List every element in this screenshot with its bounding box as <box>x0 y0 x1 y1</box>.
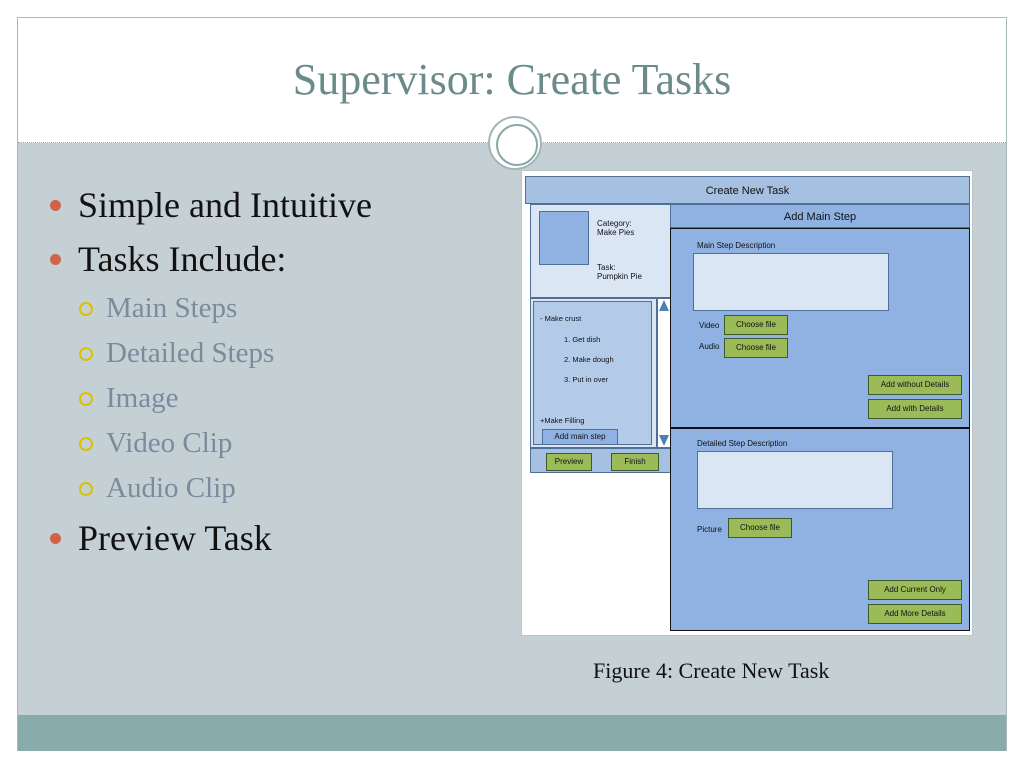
add-without-details-button[interactable]: Add without Details <box>868 375 962 395</box>
bullet-simple-intuitive: Simple and Intuitive <box>48 178 488 232</box>
ring-ornament-icon <box>488 116 542 170</box>
detailed-step-panel: Detailed Step Description Picture Choose… <box>670 428 970 631</box>
step-get-dish[interactable]: 1. Get dish <box>564 335 601 344</box>
bullet-text: Simple and Intuitive <box>78 185 372 225</box>
sub-bullet-ring-icon <box>79 482 93 496</box>
task-value: Pumpkin Pie <box>597 272 642 281</box>
steps-list-panel: - Make crust 1. Get dish 2. Make dough 3… <box>530 298 657 448</box>
scroll-down-arrow-icon[interactable] <box>659 435 669 446</box>
sub-bullet-ring-icon <box>79 437 93 451</box>
bullet-tasks-include: Tasks Include: <box>48 232 488 286</box>
sub-bullet-text: Main Steps <box>106 292 238 324</box>
main-step-description-label: Main Step Description <box>697 241 776 250</box>
mockup-subheader: Add Main Step <box>670 204 970 228</box>
sub-bullet-main-steps: Main Steps <box>48 286 488 331</box>
sub-bullet-ring-icon <box>79 302 93 316</box>
add-current-only-button[interactable]: Add Current Only <box>868 580 962 600</box>
sub-bullet-video-clip: Video Clip <box>48 421 488 466</box>
create-task-mockup: Create New Task Add Main Step Category: … <box>521 170 973 636</box>
steps-list: - Make crust 1. Get dish 2. Make dough 3… <box>533 301 652 445</box>
finish-button[interactable]: Finish <box>611 453 659 471</box>
sub-bullet-text: Image <box>106 382 179 414</box>
picture-label: Picture <box>697 525 722 534</box>
step-make-crust[interactable]: - Make crust <box>540 314 582 323</box>
steps-scrollbar[interactable] <box>657 298 671 448</box>
main-step-description-input[interactable] <box>693 253 889 311</box>
category-value: Make Pies <box>597 228 635 237</box>
bullet-list: Simple and Intuitive Tasks Include: Main… <box>48 178 488 565</box>
bullet-dot-icon <box>50 200 61 211</box>
add-more-details-button[interactable]: Add More Details <box>868 604 962 624</box>
choose-picture-file-button[interactable]: Choose file <box>728 518 792 538</box>
choose-video-file-button[interactable]: Choose file <box>724 315 788 335</box>
category-label: Category: <box>597 219 632 228</box>
action-bar: Preview Finish <box>530 448 671 473</box>
bullet-text: Preview Task <box>78 518 272 558</box>
add-with-details-button[interactable]: Add with Details <box>868 399 962 419</box>
footer-bar <box>18 715 1006 751</box>
task-image-placeholder <box>539 211 589 265</box>
add-main-step-button[interactable]: Add main step <box>542 429 618 445</box>
bullet-preview-task: Preview Task <box>48 511 488 565</box>
step-make-dough[interactable]: 2. Make dough <box>564 355 614 364</box>
sub-bullet-image: Image <box>48 376 488 421</box>
figure-caption: Figure 4: Create New Task <box>593 658 830 683</box>
slide: Supervisor: Create Tasks Simple and Intu… <box>17 17 1007 751</box>
step-make-filling[interactable]: +Make Filling <box>540 416 585 425</box>
detailed-step-description-label: Detailed Step Description <box>697 439 788 448</box>
bullet-text: Tasks Include: <box>78 239 287 279</box>
slide-title: Supervisor: Create Tasks <box>292 55 732 104</box>
bullet-dot-icon <box>50 533 61 544</box>
sub-bullet-ring-icon <box>79 347 93 361</box>
sub-bullet-text: Video Clip <box>106 427 233 459</box>
preview-button[interactable]: Preview <box>546 453 592 471</box>
scroll-up-arrow-icon[interactable] <box>659 300 669 311</box>
sub-bullet-text: Detailed Steps <box>106 337 275 369</box>
main-step-panel: Main Step Description Video Choose file … <box>670 228 970 428</box>
mockup-header: Create New Task <box>525 176 970 204</box>
task-label: Task: <box>597 263 616 272</box>
detailed-step-description-input[interactable] <box>697 451 893 509</box>
sub-bullet-ring-icon <box>79 392 93 406</box>
audio-label: Audio <box>699 342 720 351</box>
choose-audio-file-button[interactable]: Choose file <box>724 338 788 358</box>
video-label: Video <box>699 321 720 330</box>
sub-bullet-audio-clip: Audio Clip <box>48 466 488 511</box>
step-put-in-over[interactable]: 3. Put in over <box>564 375 609 384</box>
sub-bullet-text: Audio Clip <box>106 472 236 504</box>
sub-bullet-detailed-steps: Detailed Steps <box>48 331 488 376</box>
task-info-panel: Category: Make Pies Task: Pumpkin Pie <box>530 204 671 298</box>
bullet-dot-icon <box>50 254 61 265</box>
